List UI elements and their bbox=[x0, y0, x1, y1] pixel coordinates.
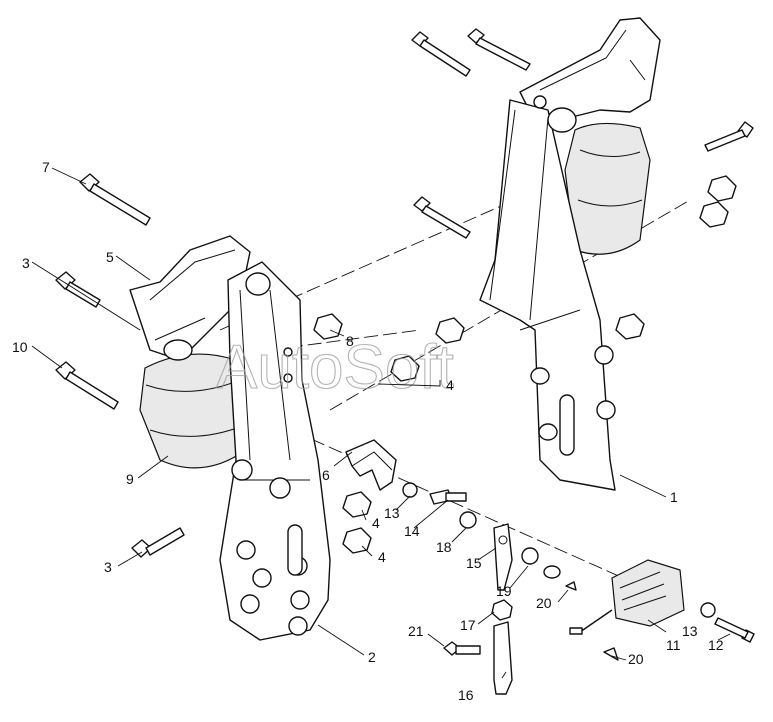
callout-17: 17 bbox=[460, 617, 476, 633]
nut-8 bbox=[313, 313, 343, 340]
pin-upper bbox=[533, 95, 547, 109]
callout-10: 10 bbox=[12, 339, 28, 355]
nut-4-top bbox=[390, 355, 420, 382]
rod-end-15 bbox=[493, 523, 513, 591]
right-bracket-assembly bbox=[411, 17, 754, 491]
callout-3-lower: 3 bbox=[104, 559, 112, 575]
callout-6: 6 bbox=[322, 467, 330, 483]
bolt-12 bbox=[714, 617, 755, 643]
callout-19: 19 bbox=[496, 583, 512, 599]
nut-17 bbox=[491, 599, 513, 621]
nut-4-mid bbox=[342, 491, 372, 518]
bracket-6 bbox=[345, 439, 397, 491]
nut-4-low bbox=[342, 527, 372, 554]
callout-18: 18 bbox=[436, 539, 452, 555]
washer-19b bbox=[543, 565, 561, 579]
callout-16: 16 bbox=[458, 687, 474, 703]
nut-right-lower bbox=[615, 313, 645, 340]
bolt-left-middle bbox=[413, 196, 471, 239]
callout-4-mid: 4 bbox=[372, 515, 380, 531]
bushing-2e bbox=[252, 568, 272, 588]
rod-16 bbox=[493, 621, 513, 695]
bolt-21 bbox=[443, 641, 481, 656]
bushing-19 bbox=[521, 547, 539, 565]
callout-4-low: 4 bbox=[378, 549, 386, 565]
nut-left-lower bbox=[435, 317, 465, 344]
bolt-14 bbox=[429, 489, 467, 505]
callout-12: 12 bbox=[708, 637, 724, 653]
bushing-1c bbox=[538, 423, 558, 441]
watermark: AutoSoft bbox=[216, 333, 454, 402]
callout-labels: 1 2 3 3 4 4 4 5 6 7 8 9 10 11 12 13 13 1… bbox=[12, 159, 724, 703]
callout-13-right: 13 bbox=[682, 623, 698, 639]
cotter-pin-20-upper bbox=[565, 581, 577, 591]
leader-lines bbox=[31, 167, 731, 679]
callout-9: 9 bbox=[126, 471, 134, 487]
callout-20-lower: 20 bbox=[628, 651, 644, 667]
air-spring-right bbox=[564, 122, 651, 255]
callout-8: 8 bbox=[346, 333, 354, 349]
bracket-2 bbox=[219, 261, 331, 641]
washer-13-right bbox=[700, 602, 716, 618]
bolt-right-upper bbox=[704, 121, 754, 152]
bushing-2b bbox=[231, 459, 253, 481]
bolt-3-upper bbox=[55, 271, 101, 308]
slot-1 bbox=[559, 394, 575, 456]
bushing-2f bbox=[240, 594, 260, 614]
bolt-3-lower bbox=[131, 527, 185, 558]
bolt-top-left bbox=[411, 31, 471, 77]
callout-2: 2 bbox=[368, 649, 376, 665]
bushing-2c bbox=[269, 477, 291, 499]
callout-14: 14 bbox=[404, 523, 420, 539]
callout-7: 7 bbox=[42, 159, 50, 175]
valve-lever bbox=[569, 627, 583, 635]
callout-5: 5 bbox=[106, 249, 114, 265]
spacer-18 bbox=[459, 511, 477, 529]
bushing-1a bbox=[547, 107, 577, 133]
slot-2 bbox=[287, 524, 303, 576]
callout-3-upper: 3 bbox=[22, 255, 30, 271]
nut-right-a bbox=[707, 175, 737, 202]
bushing-1b bbox=[530, 367, 550, 385]
bolt-10 bbox=[55, 361, 119, 410]
callout-1: 1 bbox=[670, 489, 678, 505]
nut-right-b bbox=[699, 201, 729, 228]
callout-21: 21 bbox=[408, 623, 424, 639]
callout-13-left: 13 bbox=[384, 505, 400, 521]
bushing-1d bbox=[594, 345, 614, 365]
bushing-2i bbox=[288, 616, 308, 636]
callout-11: 11 bbox=[666, 637, 681, 653]
callout-15: 15 bbox=[466, 555, 482, 571]
washer-13-left bbox=[402, 482, 418, 498]
spring-cap-9 bbox=[163, 339, 193, 361]
bushing-2h bbox=[290, 590, 310, 610]
pin-2a bbox=[283, 347, 293, 357]
cotter-pin-20-lower bbox=[603, 647, 619, 661]
bushing-2d bbox=[236, 540, 256, 560]
left-bracket-assembly bbox=[55, 173, 420, 641]
bushing-1e bbox=[596, 400, 616, 420]
bolt-7 bbox=[79, 173, 151, 226]
bushing-2a bbox=[245, 272, 271, 296]
callout-20-upper: 20 bbox=[536, 595, 552, 611]
bracket-1 bbox=[479, 99, 616, 491]
callout-4-top: 4 bbox=[446, 377, 454, 393]
bolt-top-middle bbox=[467, 28, 531, 71]
linkage-group bbox=[402, 482, 577, 695]
pin-2b bbox=[283, 373, 293, 383]
height-valve-11 bbox=[569, 559, 755, 661]
